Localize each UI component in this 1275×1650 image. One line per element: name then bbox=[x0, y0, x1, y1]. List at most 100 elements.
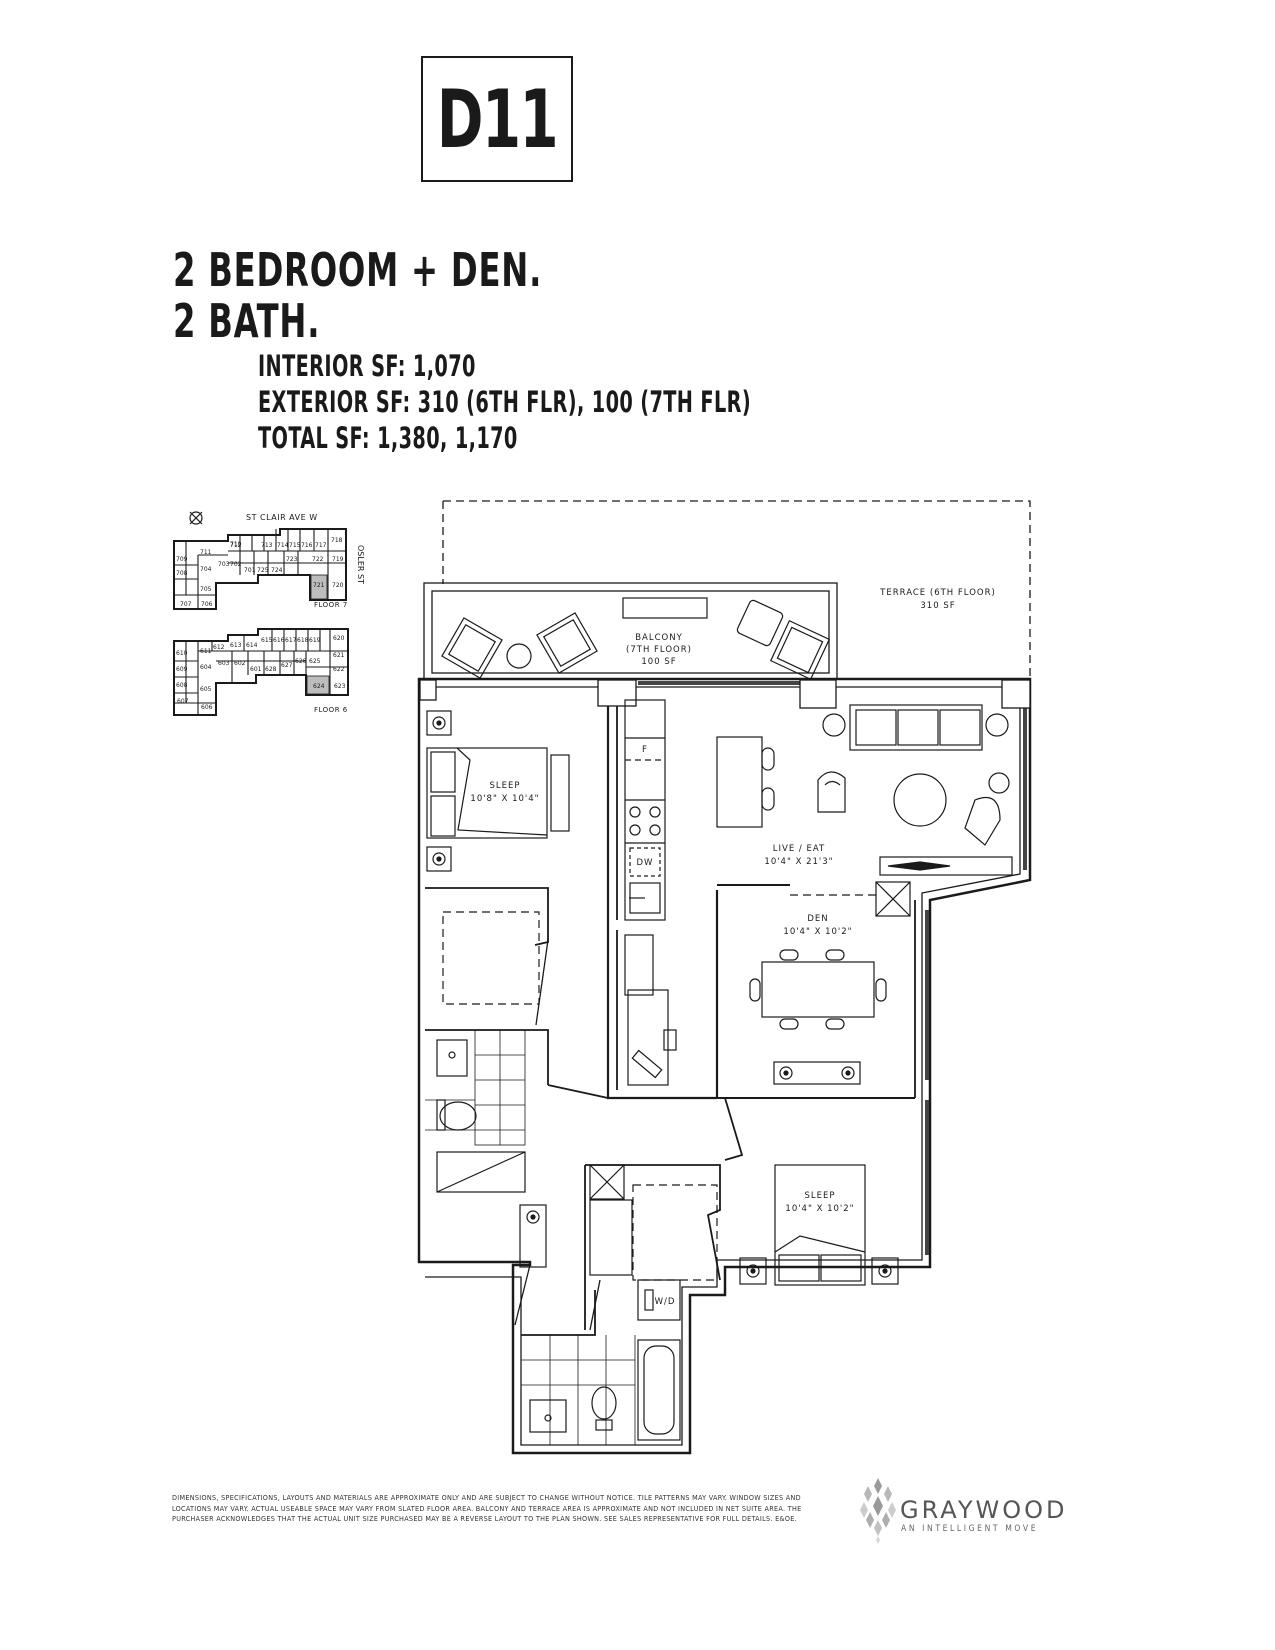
floor6-highlight-unit bbox=[306, 675, 330, 695]
terrace-name: TERRACE (6TH FLOOR) bbox=[879, 588, 996, 598]
unit-710: 710 bbox=[230, 541, 242, 548]
bedroom1-furniture bbox=[426, 710, 570, 1005]
kitchen-fixtures bbox=[624, 699, 775, 1086]
unit-705: 705 bbox=[200, 586, 212, 593]
interior-sf: INTERIOR SF: 1,070 bbox=[258, 349, 476, 383]
floor6-label: FLOOR 6 bbox=[314, 706, 348, 714]
unit-622: 622 bbox=[333, 666, 345, 673]
unit-715: 715 bbox=[289, 542, 301, 549]
unit-619: 619 bbox=[309, 637, 321, 644]
floor7-plan bbox=[173, 528, 347, 610]
unit-code-box: D11 bbox=[421, 56, 573, 182]
sleep1-dims: 10'8" X 10'4" bbox=[470, 794, 539, 804]
bath2-fixtures bbox=[529, 1279, 681, 1441]
unit-708: 708 bbox=[176, 570, 188, 577]
unit-612: 612 bbox=[213, 644, 225, 651]
dishwasher-label: DW bbox=[637, 858, 654, 868]
unit-605: 605 bbox=[200, 686, 212, 693]
floor6-unit-numbers: 615 616 617 618 619 620 614 613 612 611 … bbox=[176, 635, 346, 711]
unit-723: 723 bbox=[286, 556, 298, 563]
unit-615: 615 bbox=[261, 637, 273, 644]
bath1-fixtures bbox=[436, 1039, 547, 1268]
den-dims: 10'4" X 10'2" bbox=[783, 927, 852, 937]
den-name: DEN bbox=[807, 914, 828, 924]
unit-626: 626 bbox=[295, 658, 307, 665]
balcony-name: BALCONY bbox=[635, 633, 683, 643]
exterior-sf: EXTERIOR SF: 310 (6TH FLR), 100 (7TH FLR… bbox=[258, 385, 752, 419]
unit-706: 706 bbox=[201, 601, 213, 608]
floor7-unit-numbers: 718 712 713 714 715 716 717 711 710 709 … bbox=[176, 537, 344, 608]
unit-712: 712 bbox=[230, 542, 242, 549]
balcony-area: 100 SF bbox=[641, 657, 676, 667]
unit-624: 624 bbox=[313, 683, 325, 690]
key-plan: ST CLAIR AVE W OSLER ST 718 712 713 714 … bbox=[173, 511, 365, 716]
bedroom-count: 2 BEDROOM + DEN. bbox=[173, 243, 543, 297]
unit-617: 617 bbox=[285, 637, 297, 644]
unit-623: 623 bbox=[334, 683, 346, 690]
unit-601: 601 bbox=[250, 666, 262, 673]
unit-709: 709 bbox=[176, 556, 188, 563]
unit-702: 702 bbox=[230, 561, 242, 568]
unit-618: 618 bbox=[297, 637, 309, 644]
bedroom2-furniture bbox=[589, 1164, 899, 1286]
unit-621: 621 bbox=[333, 652, 345, 659]
unit-607: 607 bbox=[177, 698, 189, 705]
unit-720: 720 bbox=[332, 582, 344, 589]
unit-717: 717 bbox=[315, 542, 327, 549]
unit-628: 628 bbox=[265, 666, 277, 673]
unit-code: D11 bbox=[436, 72, 559, 166]
unit-701: 701 bbox=[244, 567, 256, 574]
sleep2-name: SLEEP bbox=[805, 1191, 836, 1201]
exterior-wall bbox=[417, 677, 1032, 1455]
live-eat-dims: 10'4" X 21'3" bbox=[764, 857, 833, 867]
graywood-logo-icon bbox=[860, 1478, 896, 1544]
floor7-highlight-unit bbox=[310, 574, 328, 600]
washer-dryer-label: W/D bbox=[655, 1297, 676, 1307]
fridge-label: F bbox=[642, 745, 648, 755]
unit-613: 613 bbox=[230, 642, 242, 649]
total-sf: TOTAL SF: 1,380, 1,170 bbox=[258, 421, 518, 455]
unit-714: 714 bbox=[277, 542, 289, 549]
unit-603: 603 bbox=[218, 660, 230, 667]
unit-616: 616 bbox=[273, 637, 285, 644]
balcony-furniture bbox=[441, 597, 831, 681]
unit-611: 611 bbox=[200, 648, 212, 655]
unit-703: 703 bbox=[218, 561, 230, 568]
unit-725: 725 bbox=[257, 567, 269, 574]
live-eat-name: LIVE / EAT bbox=[773, 844, 825, 854]
room-labels: TERRACE (6TH FLOOR) 310 SF BALCONY (7TH … bbox=[470, 588, 996, 1307]
floor6-plan bbox=[173, 628, 349, 716]
unit-610: 610 bbox=[176, 650, 188, 657]
unit-604: 604 bbox=[200, 664, 212, 671]
sleep1-name: SLEEP bbox=[490, 781, 521, 791]
den-furniture bbox=[749, 949, 887, 1085]
unit-724: 724 bbox=[271, 567, 283, 574]
north-compass-icon bbox=[189, 511, 203, 525]
living-furniture bbox=[817, 704, 1013, 917]
unit-721: 721 bbox=[313, 582, 325, 589]
brand-name: GRAYWOOD bbox=[900, 1496, 1068, 1524]
unit-722: 722 bbox=[312, 556, 324, 563]
unit-718: 718 bbox=[331, 537, 343, 544]
unit-614: 614 bbox=[246, 642, 258, 649]
unit-627: 627 bbox=[281, 662, 293, 669]
terrace-area: 310 SF bbox=[920, 601, 955, 611]
unit-602: 602 bbox=[234, 660, 246, 667]
unit-707: 707 bbox=[180, 601, 192, 608]
unit-719: 719 bbox=[332, 556, 344, 563]
unit-713: 713 bbox=[261, 542, 273, 549]
unit-608: 608 bbox=[176, 682, 188, 689]
bath1-tiles bbox=[425, 1029, 526, 1146]
brand-tagline: AN INTELLIGENT MOVE bbox=[901, 1524, 1039, 1534]
unit-716: 716 bbox=[301, 542, 313, 549]
sleep2-dims: 10'4" X 10'2" bbox=[785, 1204, 854, 1214]
unit-711: 711 bbox=[200, 549, 212, 556]
unit-704: 704 bbox=[200, 566, 212, 573]
street-north-label: ST CLAIR AVE W bbox=[246, 513, 318, 522]
unit-620: 620 bbox=[333, 635, 345, 642]
bath-count: 2 BATH. bbox=[173, 294, 321, 348]
unit-625: 625 bbox=[309, 658, 321, 665]
floor7-label: FLOOR 7 bbox=[314, 601, 348, 609]
balcony-floor: (7TH FLOOR) bbox=[626, 645, 692, 655]
